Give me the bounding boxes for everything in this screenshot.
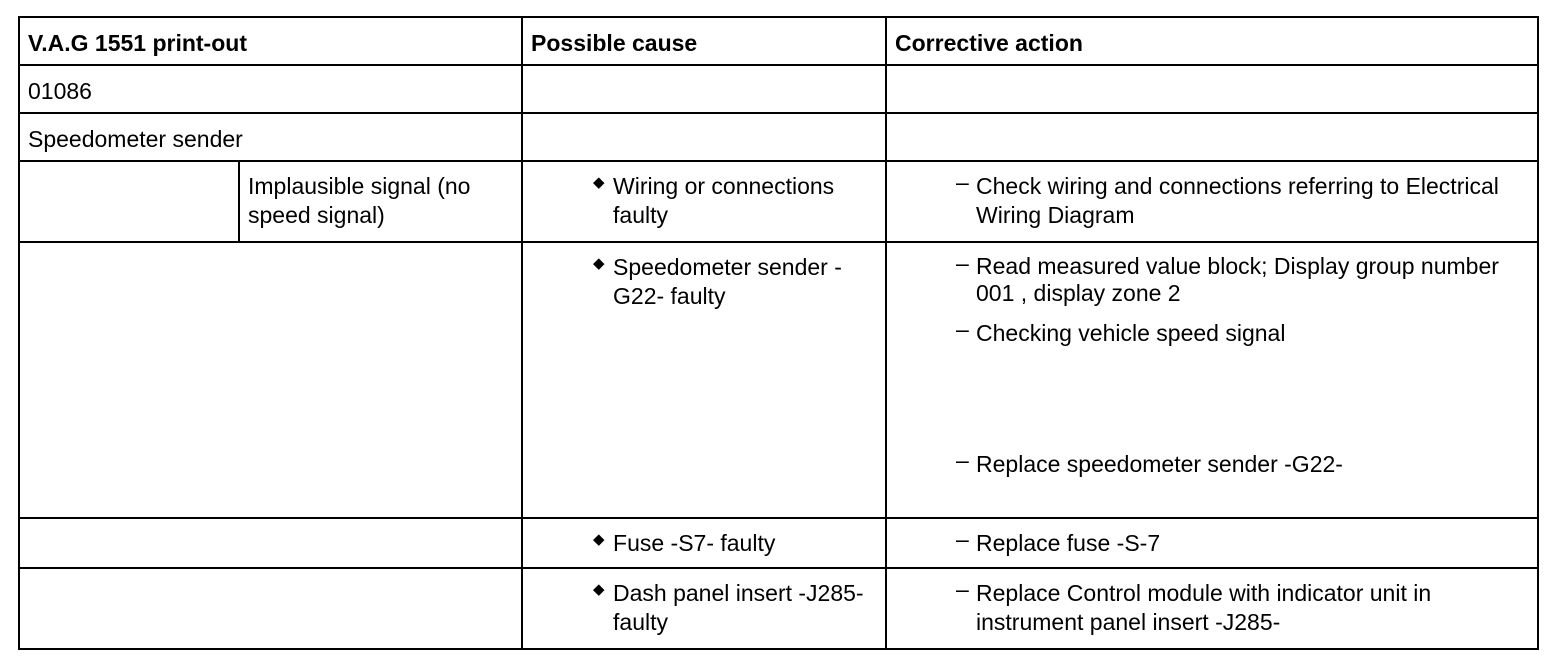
table-row: ◆ Dash panel insert -J285- faulty – Repl… <box>17 566 1540 651</box>
bullet-icon: ◆ <box>593 174 605 192</box>
cause-cell: ◆ Fuse -S7- faulty <box>521 516 888 569</box>
action-cell: – Replace fuse -S-7 <box>885 516 1540 569</box>
bullet-icon: ◆ <box>593 254 605 272</box>
empty-cell <box>521 64 888 115</box>
cause-text: Dash panel insert -J285- faulty <box>613 579 864 635</box>
empty-cell <box>885 64 1540 115</box>
dash-icon: – <box>956 315 969 342</box>
bullet-icon: ◆ <box>593 530 605 548</box>
cause-text: Speedometer sender -G22- faulty <box>613 253 842 309</box>
table-row: Implausible signal (no speed signal) ◆ W… <box>18 160 1540 243</box>
action-text: Replace fuse -S-7 <box>976 529 1161 556</box>
fault-table: V.A.G 1551 print-out Possible cause Corr… <box>17 15 1540 651</box>
fault-name-row: Speedometer sender <box>17 112 1540 163</box>
empty-cell <box>521 112 888 163</box>
cause-cell: ◆ Speedometer sender -G22- faulty <box>521 240 888 519</box>
header-cause: Possible cause <box>521 15 888 67</box>
fault-type-cell: Implausible signal (no speed signal) <box>237 160 524 243</box>
header-action: Corrective action <box>885 15 1540 67</box>
dash-icon: – <box>956 525 969 552</box>
action-text: Replace speedometer sender -G22- <box>976 450 1343 477</box>
table-row: ◆ Fuse -S7- faulty – Replace fuse -S-7 <box>17 516 1540 569</box>
empty-cell <box>17 566 524 651</box>
cause-text: Fuse -S7- faulty <box>613 529 776 556</box>
empty-cell <box>17 240 524 519</box>
fault-type: Implausible signal (no speed signal) <box>248 173 471 229</box>
action-text: Read measured value block; Display group… <box>976 252 1499 306</box>
empty-cell <box>18 160 240 243</box>
fault-name: Speedometer sender <box>28 126 243 153</box>
cause-cell: ◆ Dash panel insert -J285- faulty <box>521 566 888 651</box>
action-cell: – Check wiring and connections referring… <box>885 160 1540 243</box>
cause-text: Wiring or connections faulty <box>613 173 835 229</box>
fault-code-row: 01086 <box>17 64 1540 115</box>
table-row: ◆ Speedometer sender -G22- faulty – Read… <box>17 240 1540 519</box>
dash-icon: – <box>956 249 969 276</box>
dash-icon: – <box>956 446 969 473</box>
action-cell: – Read measured value block; Display gro… <box>885 240 1540 519</box>
dash-icon: – <box>956 169 969 196</box>
action-text: Checking vehicle speed signal <box>976 319 1286 346</box>
fault-code-cell: 01086 <box>17 64 524 115</box>
action-text: Replace Control module with indicator un… <box>976 579 1432 635</box>
action-text: Check wiring and connections referring t… <box>976 173 1499 229</box>
bullet-icon: ◆ <box>593 580 605 598</box>
dash-icon: – <box>956 575 969 602</box>
cause-cell: ◆ Wiring or connections faulty <box>521 160 888 243</box>
header-row: V.A.G 1551 print-out Possible cause Corr… <box>17 15 1540 67</box>
fault-name-cell: Speedometer sender <box>17 112 524 163</box>
empty-cell <box>17 516 524 569</box>
fault-code: 01086 <box>28 78 92 105</box>
empty-cell <box>885 112 1540 163</box>
header-printout: V.A.G 1551 print-out <box>17 15 524 67</box>
action-cell: – Replace Control module with indicator … <box>885 566 1540 651</box>
